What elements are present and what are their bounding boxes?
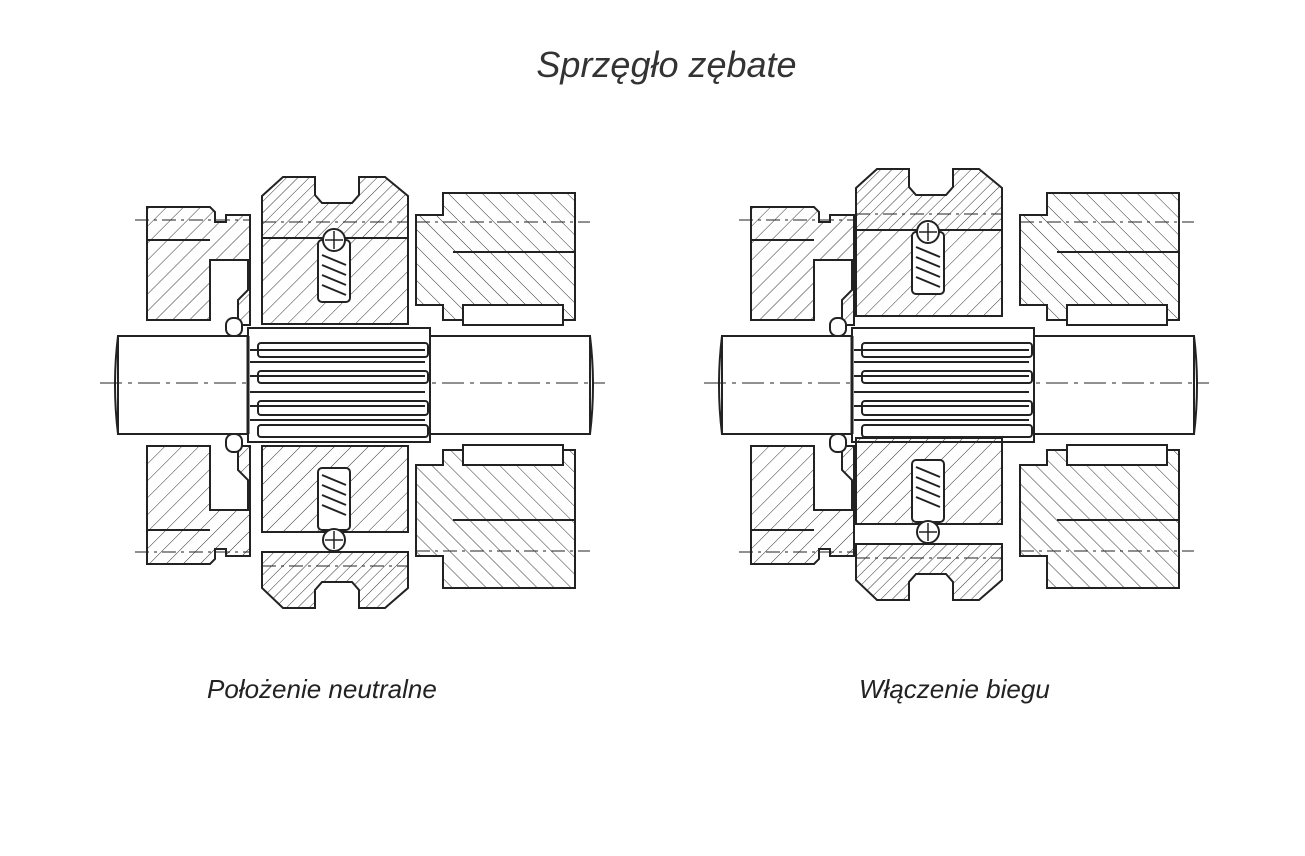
diagram-title: Sprzęgło zębate (536, 44, 797, 85)
coupling-neutral (98, 176, 607, 609)
caption-engaged: Włączenie biegu (859, 674, 1050, 704)
caption-neutral: Położenie neutralne (207, 674, 437, 704)
coupling-engaged (702, 168, 1211, 601)
